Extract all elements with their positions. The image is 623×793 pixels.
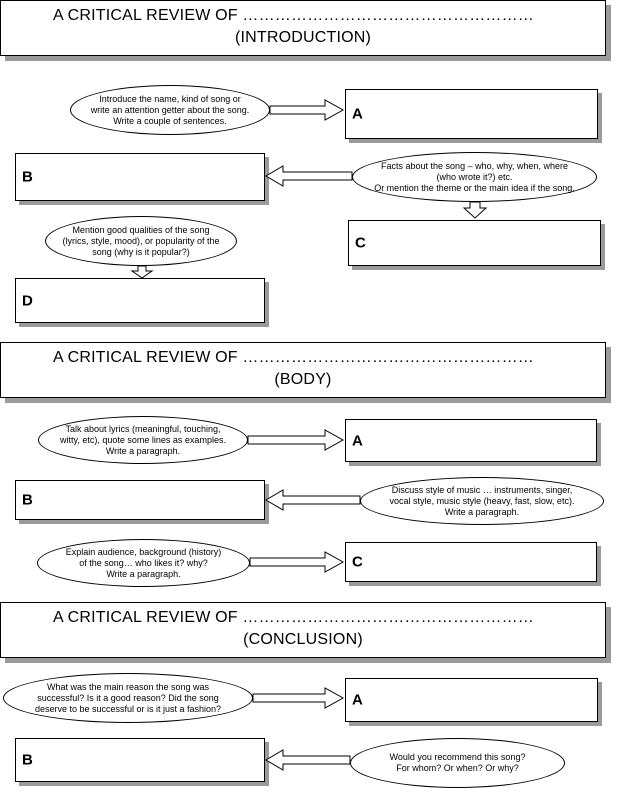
conclusion-box-b-label: B [22,751,33,769]
body-box-b-label: B [22,491,33,509]
intro-oval-d: Mention good qualities of the song (lyri… [45,216,237,266]
intro-box-a-label: A [352,105,363,123]
arrow-left-icon [265,749,351,771]
arrow-left-icon [265,165,353,187]
body-oval-b: Discuss style of music … instruments, si… [360,477,604,525]
body-title-banner: A CRITICAL REVIEW OF ……………………………………………… … [0,342,606,398]
conclusion-oval-a: What was the main reason the song was su… [3,673,253,723]
body-box-a-label: A [352,432,363,449]
conclusion-title-banner: A CRITICAL REVIEW OF ……………………………………………… … [0,602,606,658]
arrow-right-icon [249,551,345,573]
intro-box-b-label: B [22,168,33,186]
body-oval-a: Talk about lyrics (meaningful, touching,… [38,416,248,464]
arrow-right-icon [252,687,345,709]
intro-box-c: C [348,220,601,266]
conclusion-title-line1: A CRITICAL REVIEW OF ……………………………………………… [53,609,535,626]
body-title-line2: (BODY) [274,371,332,388]
intro-title-line1: A CRITICAL REVIEW OF ……………………………………………… [53,7,535,24]
intro-box-d: D [15,278,265,323]
arrow-down-icon [130,265,154,279]
conclusion-box-a: A [345,678,598,722]
intro-title-banner: A CRITICAL REVIEW OF ……………………………………………… … [0,0,606,56]
intro-box-b: B [15,153,265,201]
arrow-down-icon [462,201,488,219]
body-box-b: B [15,480,265,520]
arrow-right-icon [269,99,345,121]
conclusion-oval-b: Would you recommend this song? For whom?… [350,738,565,788]
conclusion-box-b: B [15,738,265,782]
body-oval-c: Explain audience, background (history) o… [37,539,250,587]
intro-oval-b: Facts about the song – who, why, when, w… [352,152,597,202]
body-box-c: C [345,542,597,582]
conclusion-box-a-label: A [352,691,363,709]
intro-box-c-label: C [355,234,366,252]
intro-box-a: A [345,89,598,139]
intro-title-line2: (INTRODUCTION) [234,29,372,46]
body-box-a: A [345,419,597,462]
body-box-c-label: C [352,553,363,571]
intro-box-d-label: D [22,292,33,309]
body-title-line1: A CRITICAL REVIEW OF ……………………………………………… [53,349,535,366]
arrow-left-icon [265,489,361,511]
arrow-right-icon [247,429,345,451]
conclusion-title-line2: (CONCLUSION) [243,631,363,648]
